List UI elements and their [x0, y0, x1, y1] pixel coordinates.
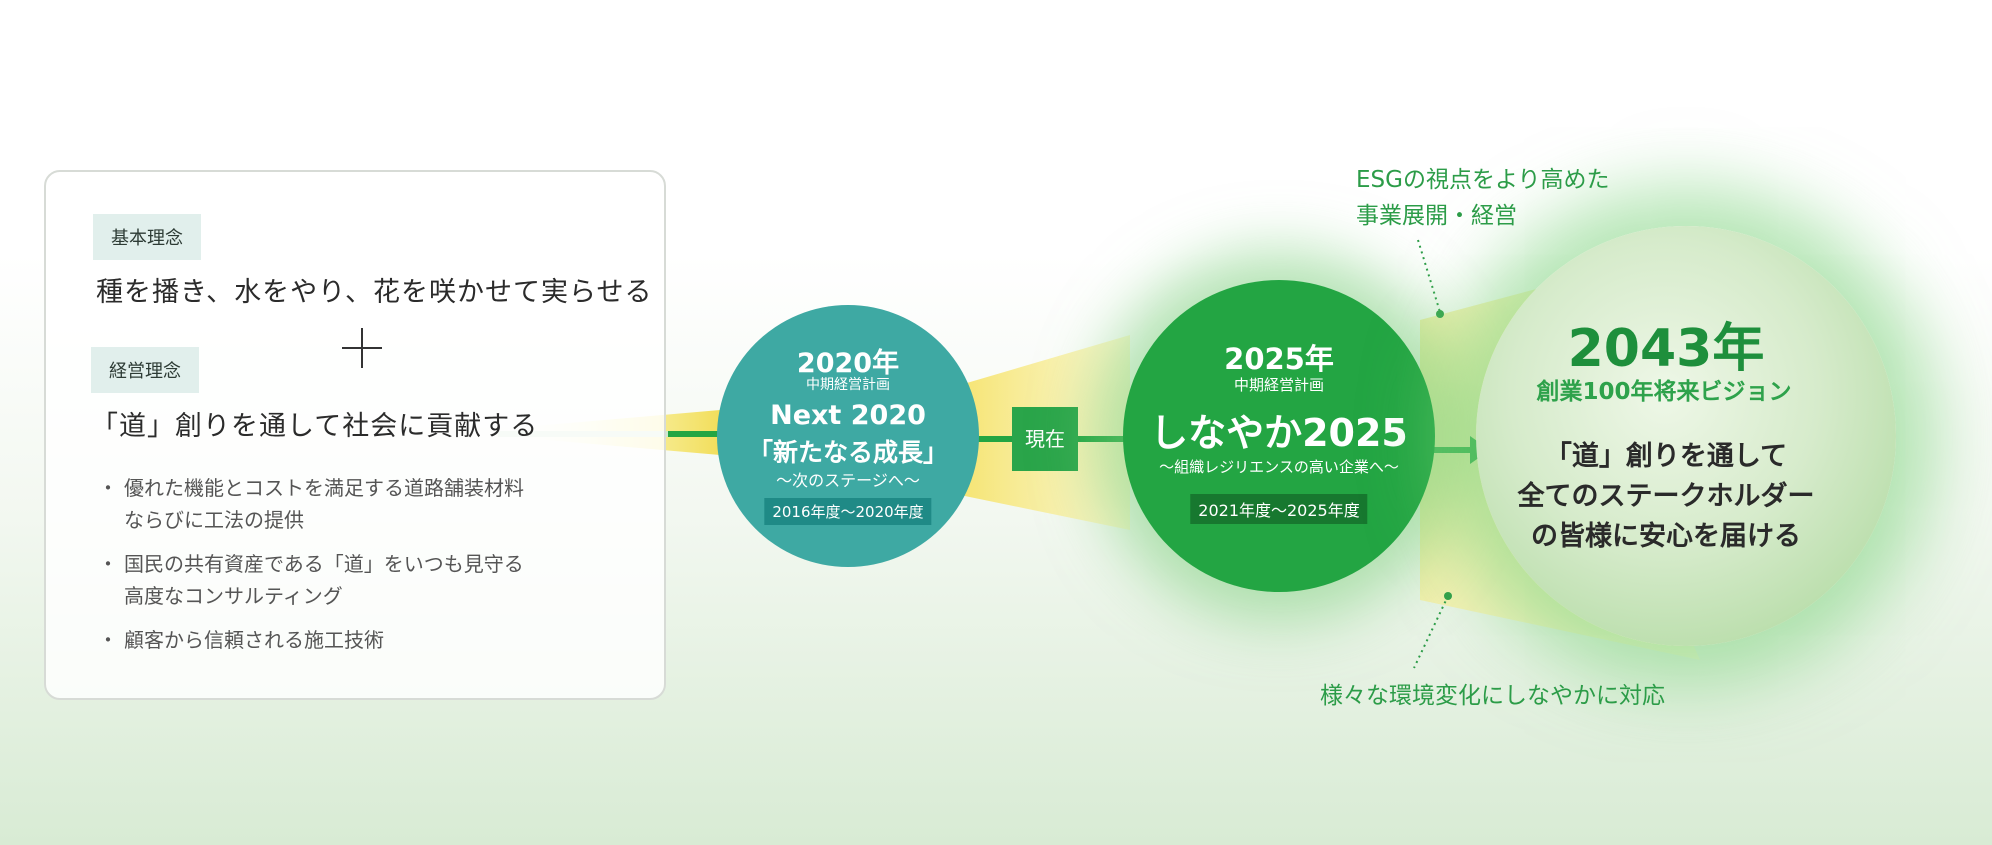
plan-2025-subtitle: 中期経営計画: [1233, 376, 1324, 394]
basic-philosophy-tag: 基本理念: [93, 214, 201, 260]
management-philosophy-motto: 「道」創りを通して社会に貢献する: [91, 411, 539, 442]
plan-2025-circle: 2025年 中期経営計画 しなやか2025 〜組織レジリエンスの高い企業へ〜 2…: [1123, 280, 1435, 592]
vision-2043-line: 「道」創りを通して: [1544, 441, 1788, 472]
esg-leader-line: [1417, 239, 1441, 313]
vision-2043-circle: 2043年 創業100年将来ビジョン 「道」創りを通して 全てのステークホルダー…: [1476, 226, 1896, 646]
plan-2020-name: Next 2020: [770, 400, 926, 431]
plan-2020-circle: 2020年 中期経営計画 Next 2020 「新たなる成長」 〜次のステージへ…: [717, 305, 979, 567]
plan-2025-year: 2025年: [1224, 342, 1334, 376]
connector-line-right: [1432, 447, 1472, 453]
vision-2043-line: 全てのステークホルダー: [1517, 481, 1815, 512]
plan-2020-period: 2016年度〜2020年度: [764, 498, 932, 525]
plan-2025-tagline: 〜組織レジリエンスの高い企業へ〜: [1159, 458, 1399, 476]
plan-2020-slogan: 「新たなる成長」: [747, 438, 948, 467]
resilience-annotation: 様々な環境変化にしなやかに対応: [1320, 683, 1665, 709]
esg-annotation-line: ESGの視点をより高めた: [1356, 167, 1610, 193]
esg-annotation: ESGの視点をより高めた 事業展開・経営: [1356, 162, 1610, 234]
plan-2020-tagline: 〜次のステージへ〜: [776, 471, 920, 490]
current-marker: 現在: [1012, 407, 1078, 471]
bullet-item: ・ 国民の共有資産である「道」をいつも見守る 高度なコンサルティング: [98, 552, 524, 608]
plan-2020-year: 2020年: [796, 348, 900, 379]
management-philosophy-tag: 経営理念: [91, 347, 199, 393]
plan-2025-period: 2021年度〜2025年度: [1190, 494, 1368, 524]
connector-line-in: [668, 431, 720, 437]
bullet-item: ・ 顧客から信頼される施工技術: [98, 628, 384, 652]
vision-2043-year: 2043年: [1567, 319, 1765, 379]
vision-2043-subtitle: 創業100年将来ビジョン: [1536, 379, 1792, 405]
esg-leader-dot: [1436, 310, 1444, 318]
esg-annotation-line: 事業展開・経営: [1356, 203, 1517, 229]
bullet-item: ・ 優れた機能とコストを満足する道路舗装材料 ならびに工法の提供: [98, 476, 524, 532]
basic-philosophy-motto: 種を播き、水をやり、花を咲かせて実らせる: [96, 277, 653, 308]
resilience-leader-line: [1413, 595, 1449, 669]
resilience-leader-dot: [1444, 592, 1452, 600]
plan-2020-subtitle: 中期経営計画: [806, 377, 890, 393]
vision-2043-line: の皆様に安心を届ける: [1531, 521, 1801, 552]
plus-icon-vertical: [361, 328, 363, 368]
plan-2025-name: しなやか2025: [1150, 411, 1408, 455]
